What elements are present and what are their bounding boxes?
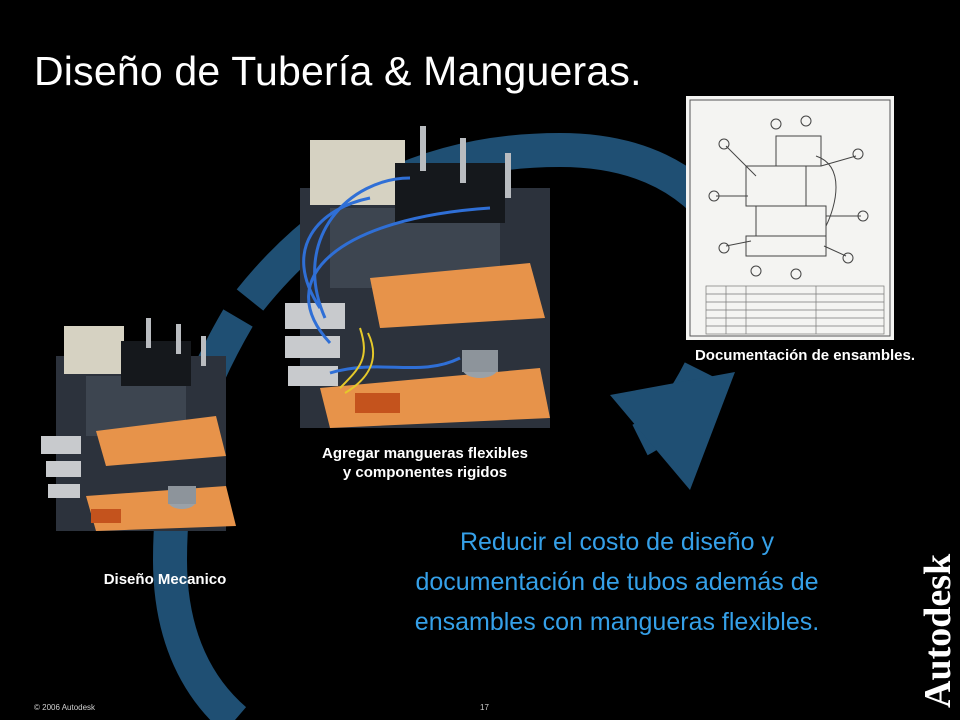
hoses-caption: Agregar mangueras flexibles y componente… <box>280 444 570 482</box>
mechanical-design-image <box>41 318 236 531</box>
summary-text: Reducir el costo de diseño y documentaci… <box>414 528 820 636</box>
page-number: 17 <box>480 703 489 712</box>
documentation-caption: Documentación de ensambles. <box>694 347 916 364</box>
mechanical-caption: Diseño Mecanico <box>103 571 227 588</box>
copyright-text: © 2006 Autodesk <box>34 703 96 712</box>
autodesk-logo: Autodesk <box>917 553 958 708</box>
hoses-caption-line-1: Agregar mangueras flexibles <box>322 445 528 462</box>
hoses-caption-line-2: y componentes rigidos <box>342 464 508 481</box>
slide-title: Diseño de Tubería & Mangueras. <box>34 48 642 94</box>
autodesk-logo-text: Autodesk <box>917 553 958 708</box>
assembly-documentation-image <box>686 96 894 340</box>
hoses-assembly-image <box>285 126 550 428</box>
